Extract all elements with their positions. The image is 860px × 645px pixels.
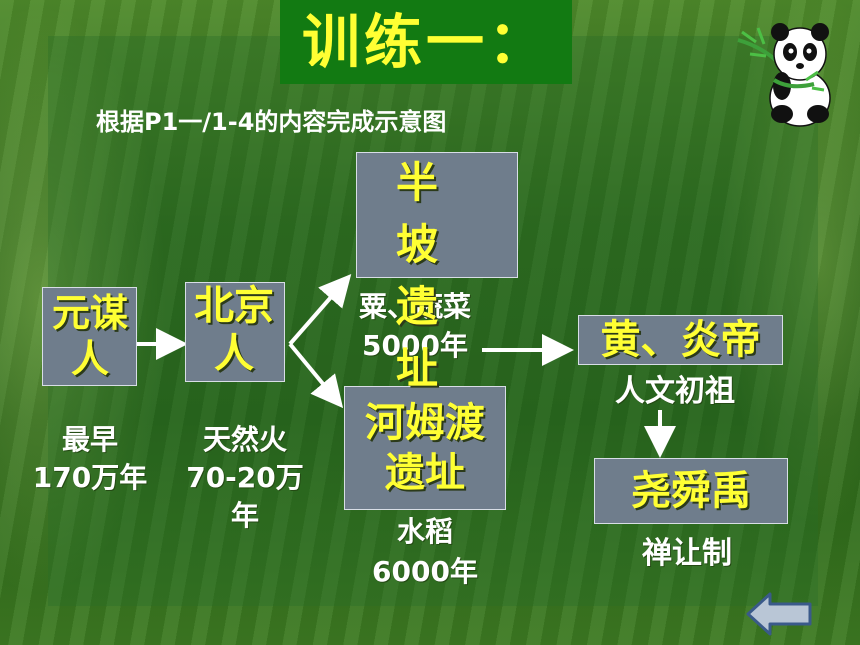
node-beijing-note-3: 年 (230, 499, 259, 532)
back-button[interactable] (746, 591, 814, 637)
node-yaoshunyu-note-1: 禅让制 (642, 536, 732, 571)
node-beijing-note-1: 天然火 (202, 423, 287, 456)
node-huangyan-note-1: 人文初祖 (615, 374, 735, 409)
left-arrow-icon (746, 592, 812, 636)
node-yuanmou-box (42, 287, 137, 386)
arrow-beijing-to-hemudu (288, 342, 344, 409)
node-yuanmou-label: 元谋人 (51, 291, 128, 381)
node-beijing-label: 北京人 (194, 283, 274, 377)
node-huangyan-label: 黄、炎帝 (600, 317, 761, 363)
node-banpo-note-1: 粟、蔬菜 (358, 290, 471, 323)
node-yuanmou-note-1: 最早 (61, 423, 118, 456)
panda-with-bamboo-icon (737, 23, 831, 127)
node-banpo-label: 半坡遗址 (395, 158, 438, 393)
slide-title: 训练一： (301, 8, 550, 76)
node-beijing-note-2: 70-20万 (186, 461, 304, 494)
node-yuanmou-note-2: 170万年 (32, 461, 148, 494)
node-banpo-box (356, 152, 518, 278)
node-yaoshunyu-box (594, 458, 788, 524)
node-hemudu-note-1: 水稻 (396, 515, 453, 548)
arrow-beijing-to-banpo (288, 273, 352, 346)
node-beijing-box (185, 282, 285, 382)
node-hemudu-note-2: 6000年 (372, 555, 478, 588)
instruction-text: 根据P1一/1-4的内容完成示意图 (96, 108, 447, 136)
node-hemudu-label: 河姆渡遗址 (365, 400, 485, 496)
node-yaoshunyu-label: 尧舜禹 (631, 468, 751, 514)
node-huangyan-box (578, 315, 783, 365)
node-hemudu-box (344, 386, 506, 510)
title-background (280, 0, 572, 84)
node-banpo-note-2: 5000年 (362, 329, 468, 362)
